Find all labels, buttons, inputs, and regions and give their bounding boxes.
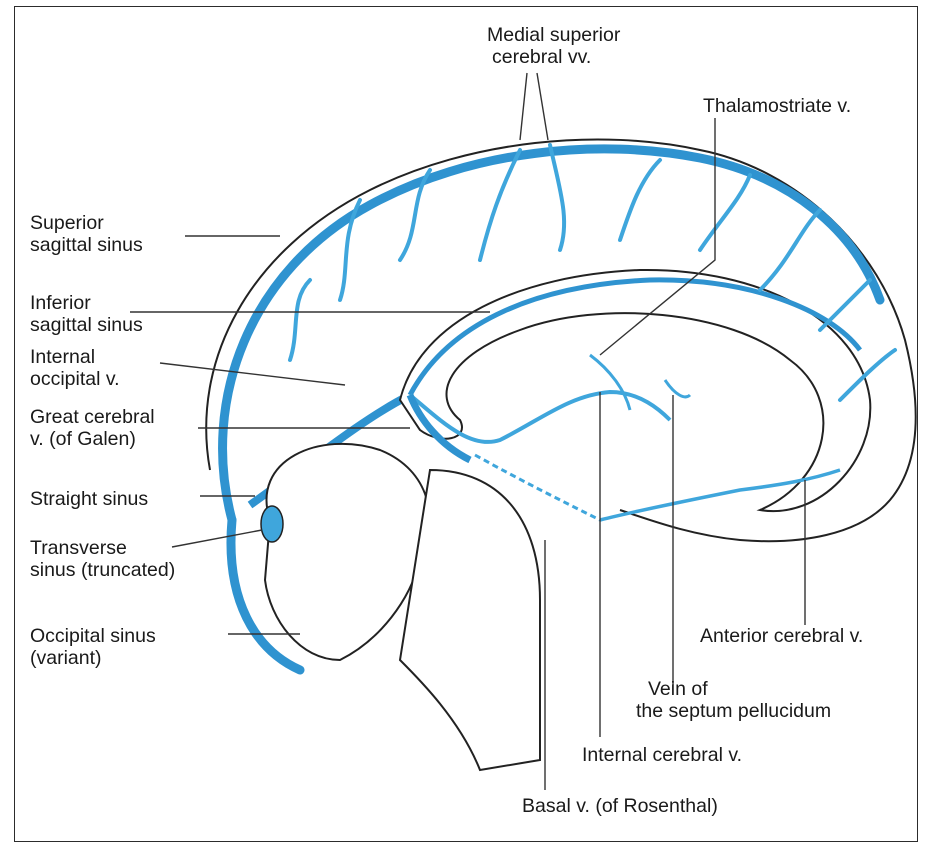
label-transverse-sinus: Transverse sinus (truncated) xyxy=(30,537,175,581)
label-straight-sinus: Straight sinus xyxy=(30,488,148,510)
label-superior-sagittal-sinus: Superior sagittal sinus xyxy=(30,212,143,256)
label-medial-superior-cerebral-veins: Medial superior cerebral vv. xyxy=(487,24,620,68)
label-occipital-sinus: Occipital sinus (variant) xyxy=(30,625,156,669)
label-anterior-cerebral-vein: Anterior cerebral v. xyxy=(700,625,863,647)
label-inferior-sagittal-sinus: Inferior sagittal sinus xyxy=(30,292,143,336)
label-basal-vein: Basal v. (of Rosenthal) xyxy=(522,795,718,817)
label-internal-cerebral-vein: Internal cerebral v. xyxy=(582,744,742,766)
label-septum-pellucidum-vein: Vein of the septum pellucidum xyxy=(648,678,831,722)
label-great-cerebral-vein: Great cerebral v. (of Galen) xyxy=(30,406,155,450)
label-thalamostriate-vein: Thalamostriate v. xyxy=(703,95,851,117)
label-internal-occipital-vein: Internal occipital v. xyxy=(30,346,120,390)
